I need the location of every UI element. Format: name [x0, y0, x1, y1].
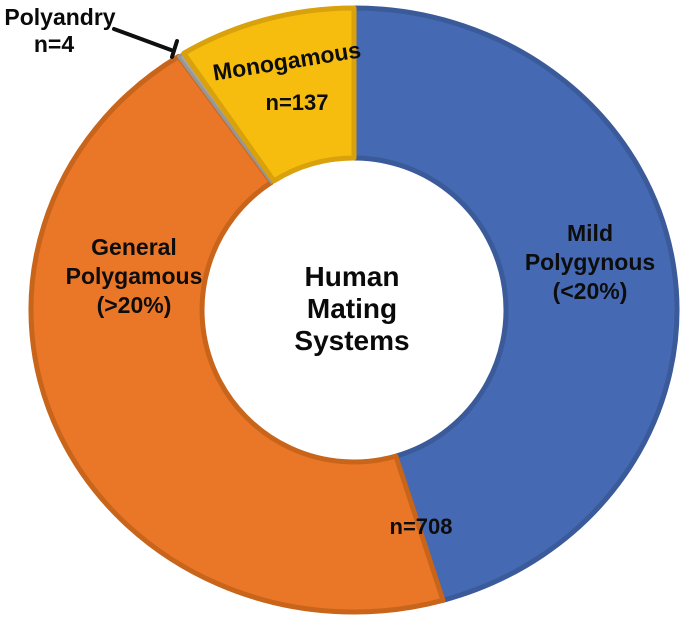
- n-label-mild-polygynous: n=708: [390, 514, 453, 539]
- segment-label-general-line1: General: [91, 234, 177, 260]
- center-title-line1: Human: [305, 261, 400, 292]
- center-title-line3: Systems: [294, 325, 409, 356]
- polyandry-callout-label-line1: Polyandry: [4, 4, 115, 30]
- segment-label-general-polygamous: General Polygamous (>20%): [66, 234, 203, 318]
- segment-mild-polygynous: [351, 5, 680, 603]
- segment-label-mild-line3: (<20%): [553, 278, 628, 304]
- polyandry-callout-line: [112, 27, 179, 59]
- segment-monogamous: [181, 5, 357, 184]
- segment-general-polygamous: [28, 53, 446, 615]
- center-title-line2: Mating: [307, 293, 397, 324]
- segment-label-mild-line2: Polygynous: [525, 249, 655, 275]
- segment-label-general-line2: Polygamous: [66, 263, 203, 289]
- center-title: Human Mating Systems: [294, 261, 409, 356]
- segment-label-general-line3: (>20%): [97, 292, 172, 318]
- segment-label-mild-line1: Mild: [567, 220, 613, 246]
- polyandry-callout-label-line2: n=4: [34, 31, 74, 57]
- n-label-monogamous: n=137: [266, 90, 329, 115]
- segment-label-mild-polygynous: Mild Polygynous (<20%): [525, 220, 655, 304]
- donut-slices: [28, 5, 680, 615]
